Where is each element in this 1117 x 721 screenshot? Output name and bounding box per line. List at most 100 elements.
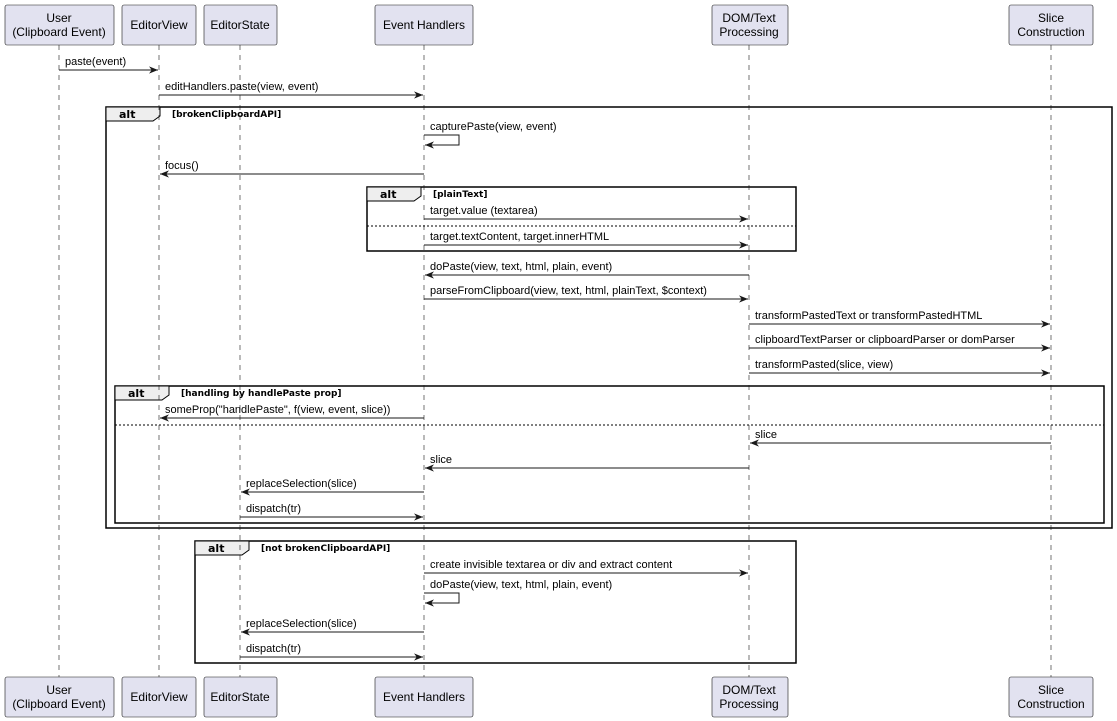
participant-label: EditorState — [210, 18, 270, 32]
participant-label: DOM/Text — [722, 683, 776, 697]
message: dispatch(tr) — [240, 643, 423, 661]
message: replaceSelection(slice) — [241, 618, 424, 636]
participant-label: User — [46, 683, 71, 697]
message: target.value (textarea) — [424, 205, 748, 223]
fragment-operator: alt — [380, 188, 396, 201]
message-label: doPaste(view, text, html, plain, event) — [430, 579, 612, 591]
participant-box — [374, 4, 474, 46]
fragment-frame — [105, 106, 1113, 529]
message: replaceSelection(slice) — [241, 478, 424, 496]
message-label: focus() — [165, 160, 199, 172]
fragment-tab — [114, 385, 170, 401]
message-label: clipboardTextParser or clipboardParser o… — [755, 334, 1015, 346]
participant-box — [1008, 4, 1094, 46]
fragment-frame — [366, 186, 797, 252]
fragment-guard: [plainText] — [433, 190, 487, 200]
participant-box — [121, 676, 197, 718]
alt-fragment: alt [plainText] — [366, 186, 797, 252]
message: parseFromClipboard(view, text, html, pla… — [424, 285, 748, 303]
participant-label: EditorView — [130, 690, 187, 704]
participant-user-bottom: User(Clipboard Event) — [4, 676, 115, 718]
fragment-guard: [handling by handlePaste prop] — [181, 389, 342, 399]
participant-label: Event Handlers — [383, 18, 465, 32]
participant-editorstate-top: EditorState — [203, 4, 278, 46]
participant-editorview-top: EditorView — [121, 4, 197, 46]
participant-box — [1008, 676, 1094, 718]
participant-label: Slice — [1038, 683, 1064, 697]
participant-editorview-bottom: EditorView — [121, 676, 197, 718]
message: editHandlers.paste(view, event) — [159, 81, 423, 99]
participant-box — [711, 4, 789, 46]
participant-label: EditorState — [210, 690, 270, 704]
participant-editorstate-bottom: EditorState — [203, 676, 278, 718]
message-label: dispatch(tr) — [246, 503, 301, 515]
self-message-arrow — [424, 134, 460, 149]
alt-fragment: alt [handling by handlePaste prop] — [114, 385, 1105, 524]
participant-handlers-top: Event Handlers — [374, 4, 474, 46]
participant-label: DOM/Text — [722, 11, 776, 25]
participant-label: Slice — [1038, 11, 1064, 25]
participant-box — [711, 676, 789, 718]
fragment-operator: alt — [119, 108, 135, 121]
fragment-guard: [brokenClipboardAPI] — [172, 110, 281, 120]
self-message-arrow — [424, 592, 460, 607]
message-label: slice — [430, 454, 452, 466]
message-label: replaceSelection(slice) — [246, 478, 357, 490]
fragment-tab — [105, 106, 161, 122]
message: slice — [425, 454, 749, 472]
message-label: editHandlers.paste(view, event) — [165, 81, 318, 93]
participant-handlers-bottom: Event Handlers — [374, 676, 474, 718]
fragment-operator: alt — [208, 542, 224, 555]
alt-fragment: alt[not brokenClipboardAPI] — [194, 540, 797, 664]
participant-box — [121, 4, 197, 46]
fragment-tab — [194, 540, 250, 556]
message: target.textContent, target.innerHTML — [424, 231, 748, 249]
participant-label: Construction — [1017, 697, 1084, 711]
message: dispatch(tr) — [240, 503, 423, 521]
message: paste(event) — [59, 56, 158, 74]
participant-label: User — [46, 11, 71, 25]
participant-box — [4, 676, 115, 718]
message-label: dispatch(tr) — [246, 643, 301, 655]
participant-box — [4, 4, 115, 46]
fragment-tab — [366, 186, 422, 202]
participant-label: (Clipboard Event) — [12, 697, 105, 711]
message: capturePaste(view, event) — [424, 121, 557, 149]
message-label: replaceSelection(slice) — [246, 618, 357, 630]
fragment-operator: alt — [128, 387, 144, 400]
fragment-frame — [114, 385, 1105, 524]
message-label: slice — [755, 429, 777, 441]
message: transformPasted(slice, view) — [749, 359, 1050, 377]
message-label: target.value (textarea) — [430, 205, 538, 217]
participant-box — [203, 676, 278, 718]
message-label: transformPasted(slice, view) — [755, 359, 893, 371]
message-label: paste(event) — [65, 56, 126, 68]
participant-label: Event Handlers — [383, 690, 465, 704]
participant-box — [374, 676, 474, 718]
message: focus() — [160, 160, 424, 178]
message: someProp("handlePaste", f(view, event, s… — [160, 404, 424, 422]
message-label: someProp("handlePaste", f(view, event, s… — [165, 404, 390, 416]
message-label: target.textContent, target.innerHTML — [430, 231, 609, 243]
participant-label: Processing — [719, 25, 778, 39]
participant-label: EditorView — [130, 18, 187, 32]
message-label: doPaste(view, text, html, plain, event) — [430, 261, 612, 273]
message: doPaste(view, text, html, plain, event) — [425, 261, 749, 279]
message: create invisible textarea or div and ext… — [424, 559, 748, 577]
message: transformPastedText or transformPastedHT… — [749, 310, 1050, 328]
message-label: create invisible textarea or div and ext… — [430, 559, 672, 571]
message: clipboardTextParser or clipboardParser o… — [749, 334, 1050, 352]
alt-fragment: alt [brokenClipboardAPI] — [105, 106, 1113, 529]
participant-user-top: User(Clipboard Event) — [4, 4, 115, 46]
message-label: transformPastedText or transformPastedHT… — [755, 310, 982, 322]
participant-label: Construction — [1017, 25, 1084, 39]
message-label: capturePaste(view, event) — [430, 121, 557, 133]
message: slice — [750, 429, 1051, 447]
message-label: parseFromClipboard(view, text, html, pla… — [430, 285, 707, 297]
fragment-frame — [194, 540, 797, 664]
